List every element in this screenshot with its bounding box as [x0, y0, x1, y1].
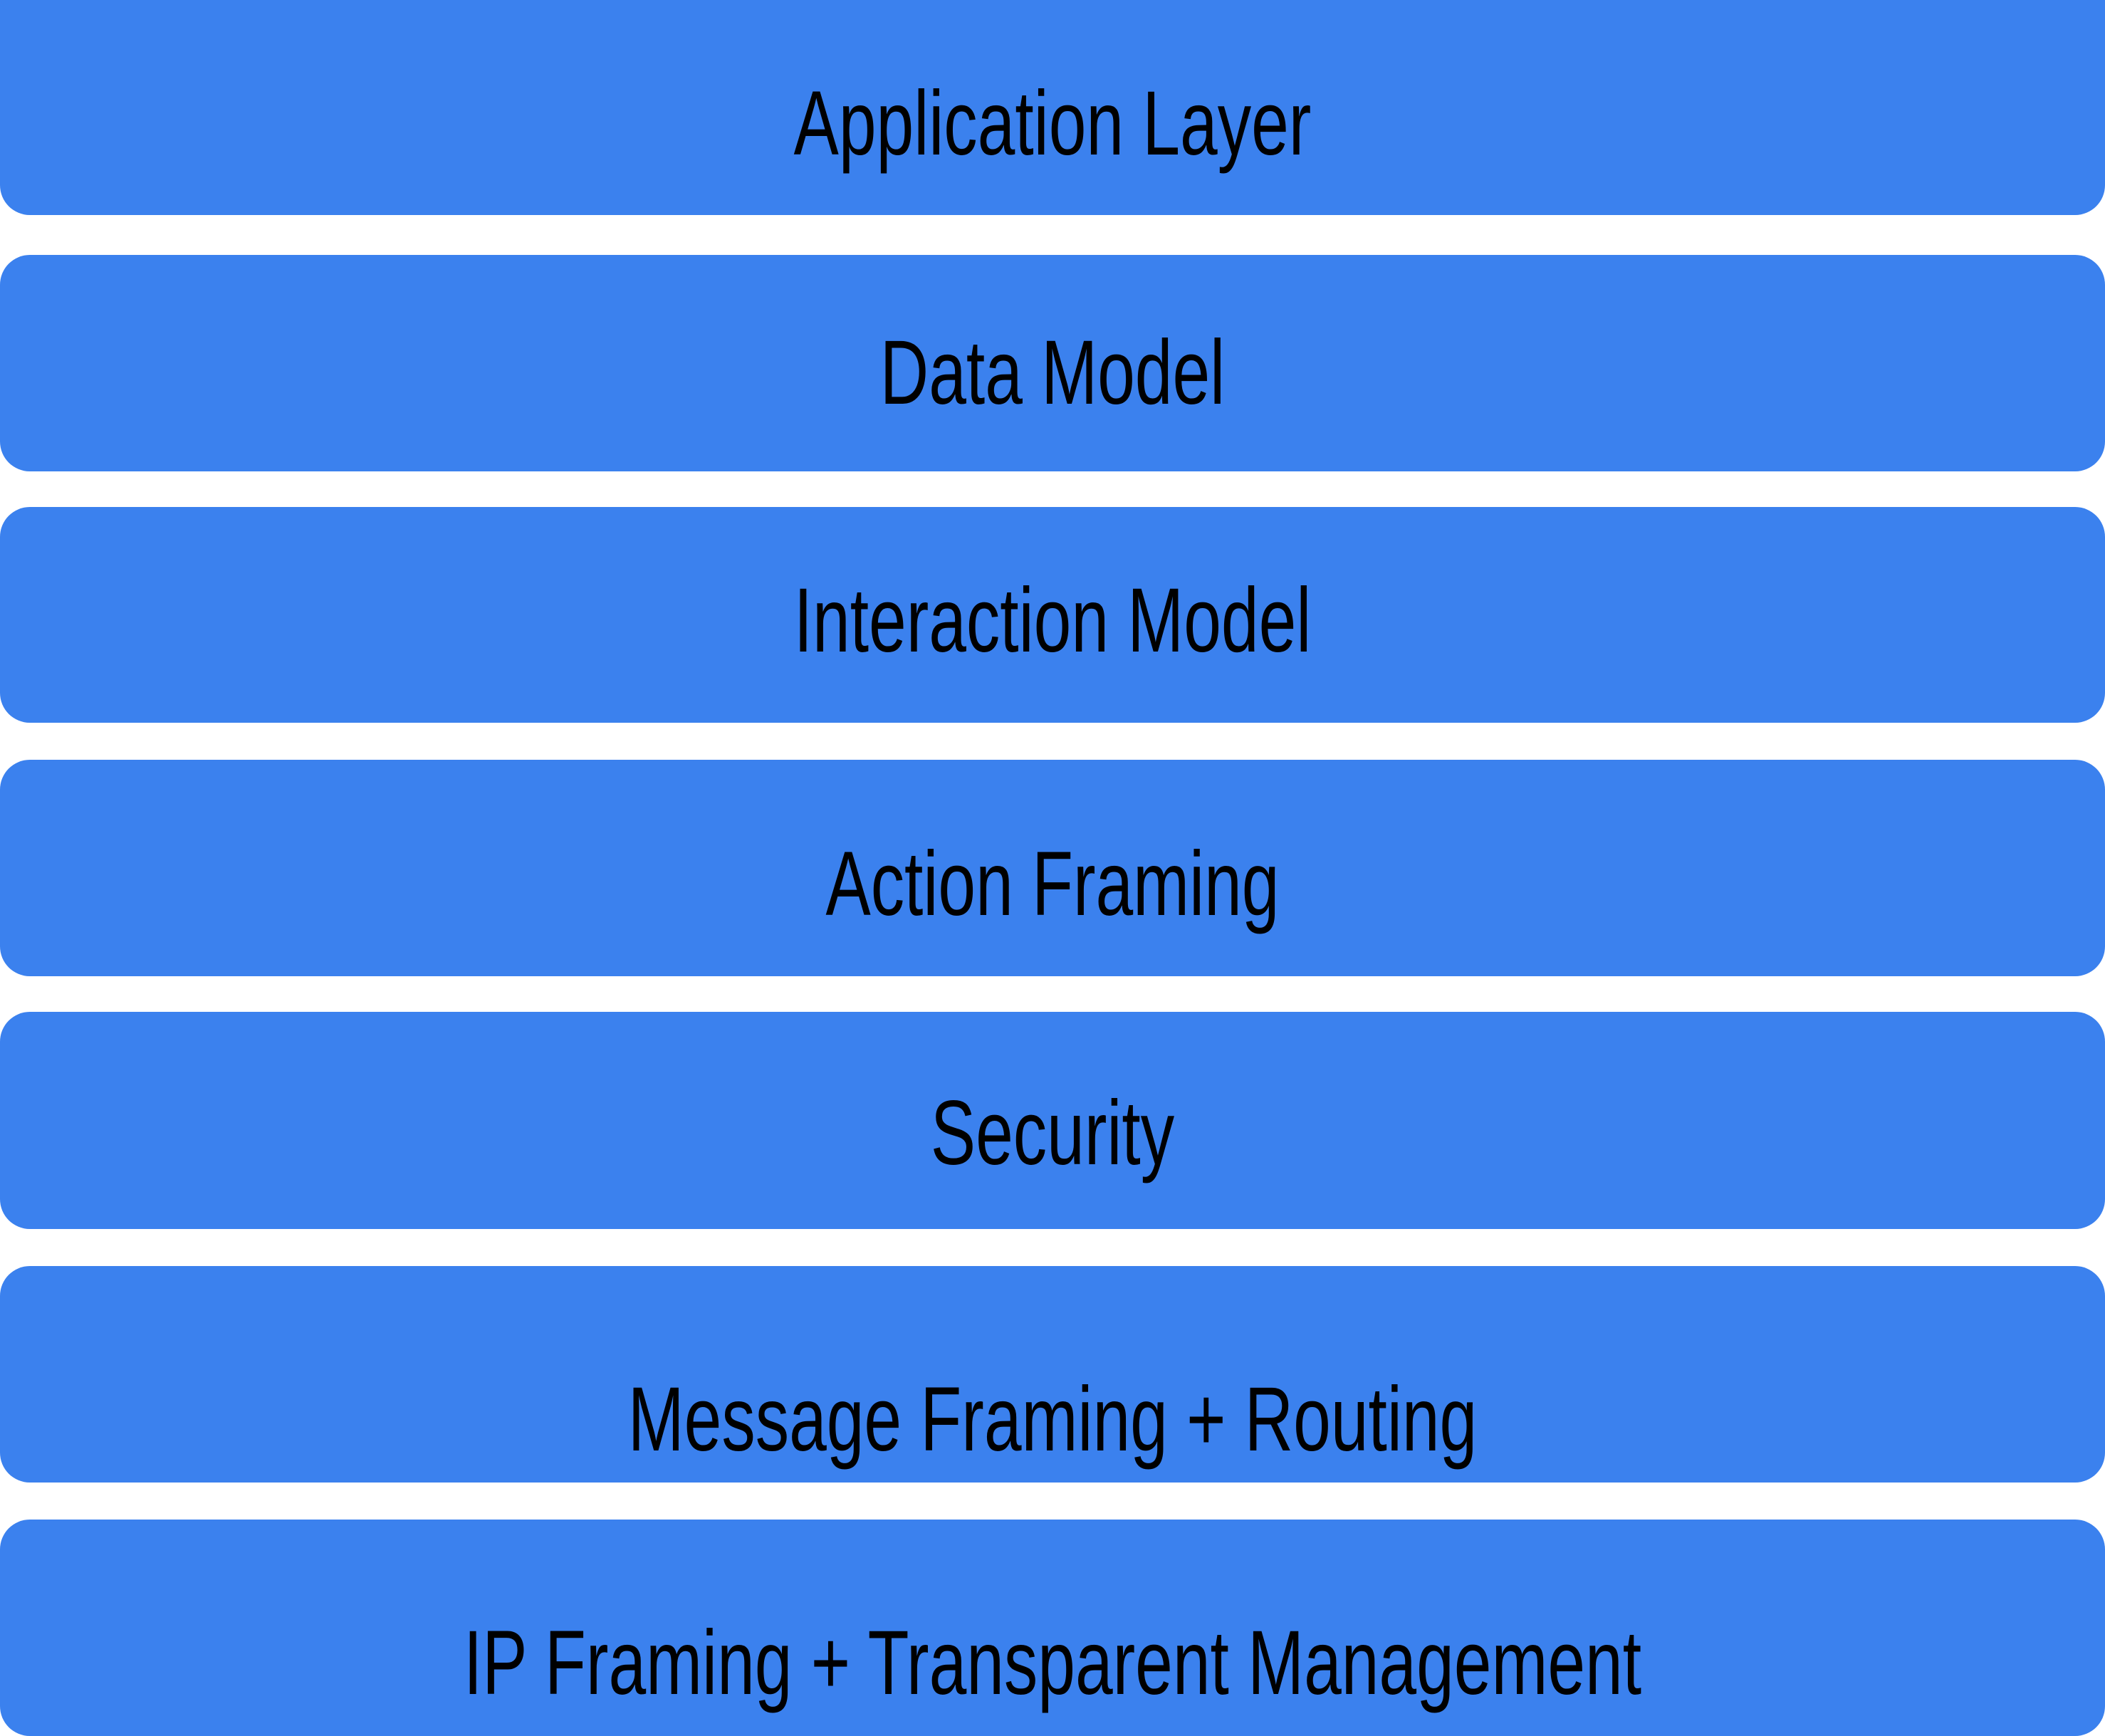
- layer-label-security: Security: [930, 1082, 1175, 1184]
- layer-label-ip-framing-transparent-management: IP Framing + Transparent Management: [463, 1612, 1642, 1714]
- layer-bar-interaction-model[interactable]: [0, 507, 2105, 723]
- layer-label-application-layer: Application Layer: [793, 73, 1312, 174]
- layer-label-interaction-model: Interaction Model: [793, 570, 1312, 671]
- layer-label-message-framing-routing: Message Framing + Routing: [627, 1369, 1478, 1470]
- layer-bar-message-framing-routing[interactable]: [0, 1266, 2105, 1483]
- layer-label-data-model: Data Model: [879, 322, 1226, 424]
- layer-bar-application-layer[interactable]: [0, 0, 2105, 215]
- layer-label-action-framing: Action Framing: [825, 833, 1280, 935]
- layer-bar-data-model[interactable]: [0, 255, 2105, 471]
- layer-bar-ip-framing-transparent-management[interactable]: [0, 1520, 2105, 1736]
- layer-bar-security[interactable]: [0, 1012, 2105, 1229]
- layer-bar-action-framing[interactable]: [0, 760, 2105, 976]
